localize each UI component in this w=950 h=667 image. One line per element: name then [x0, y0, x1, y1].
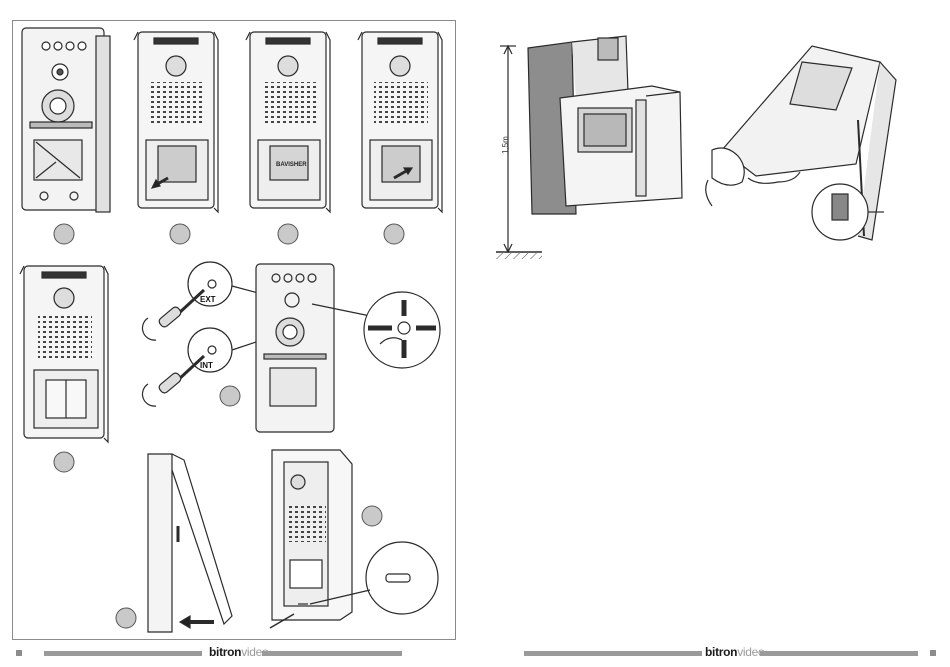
step1-panel-open	[22, 28, 110, 212]
step3-panel: BAVISHER	[246, 32, 330, 212]
step8-closed-panel	[270, 450, 438, 628]
step4-panel	[358, 32, 442, 212]
step-marker-6	[220, 386, 240, 406]
footer-bar-left-1	[44, 651, 202, 656]
footer-brand-left: bitronvideo	[209, 645, 268, 659]
footer-bar-right-1	[524, 651, 702, 656]
footer-bar-left-2	[262, 651, 402, 656]
svg-text:BAVISHER: BAVISHER	[276, 162, 307, 168]
step-marker-7	[116, 608, 136, 628]
step-marker-5	[54, 452, 74, 472]
mounting-height-diagram	[496, 36, 682, 259]
step7-side-profile	[148, 454, 232, 632]
step-marker-3	[278, 224, 298, 244]
footer-bar-right-2	[760, 651, 918, 656]
brand-bold: bitron	[705, 645, 737, 659]
step6-adjustment	[142, 262, 440, 432]
step-marker-8	[362, 506, 382, 526]
step-marker-2	[170, 224, 190, 244]
step5-panel	[20, 266, 108, 442]
brand-bold: bitron	[209, 645, 241, 659]
step-marker-4	[384, 224, 404, 244]
monitor-removal-illustration	[706, 46, 896, 240]
height-label: 1,5m	[501, 136, 510, 154]
footer-square-right	[930, 650, 936, 656]
int-label: INT	[200, 361, 213, 370]
ext-label: EXT	[200, 295, 216, 304]
step2-panel	[134, 32, 218, 212]
footer-brand-right: bitronvideo	[705, 645, 764, 659]
footer-square-left	[16, 650, 22, 656]
step-marker-1	[54, 224, 74, 244]
